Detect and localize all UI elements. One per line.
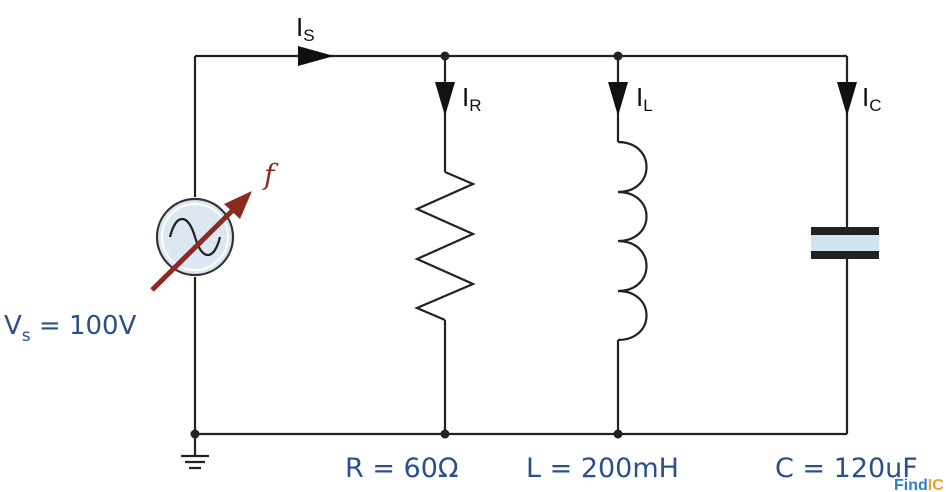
inductor-value-label: L = 200mH — [526, 453, 679, 484]
source-voltage-label: Vs = 100V — [4, 311, 137, 346]
source-current-arrow — [298, 46, 334, 66]
ac-source-icon — [155, 197, 235, 277]
resistor-current-arrow — [435, 82, 455, 116]
resistor-icon — [414, 170, 476, 322]
resistor-value-label: R = 60Ω — [345, 453, 459, 484]
junction-dots — [190, 51, 623, 439]
inductor-current-label: IL — [636, 82, 653, 115]
variable-frequency-arrow-icon — [150, 191, 252, 292]
inductor-icon — [617, 140, 648, 342]
resistor-current-label: IR — [462, 82, 482, 115]
watermark-logo: FindIC — [894, 477, 944, 492]
capacitor-value-label: C = 120uF — [775, 453, 918, 484]
capacitor-icon — [811, 227, 879, 259]
ground-icon — [181, 434, 209, 470]
source-current-label: IS — [296, 12, 315, 45]
capacitor-current-label: IC — [862, 82, 882, 115]
frequency-label: f — [262, 158, 279, 191]
inductor-current-arrow — [608, 82, 628, 116]
capacitor-current-arrow — [837, 82, 857, 116]
